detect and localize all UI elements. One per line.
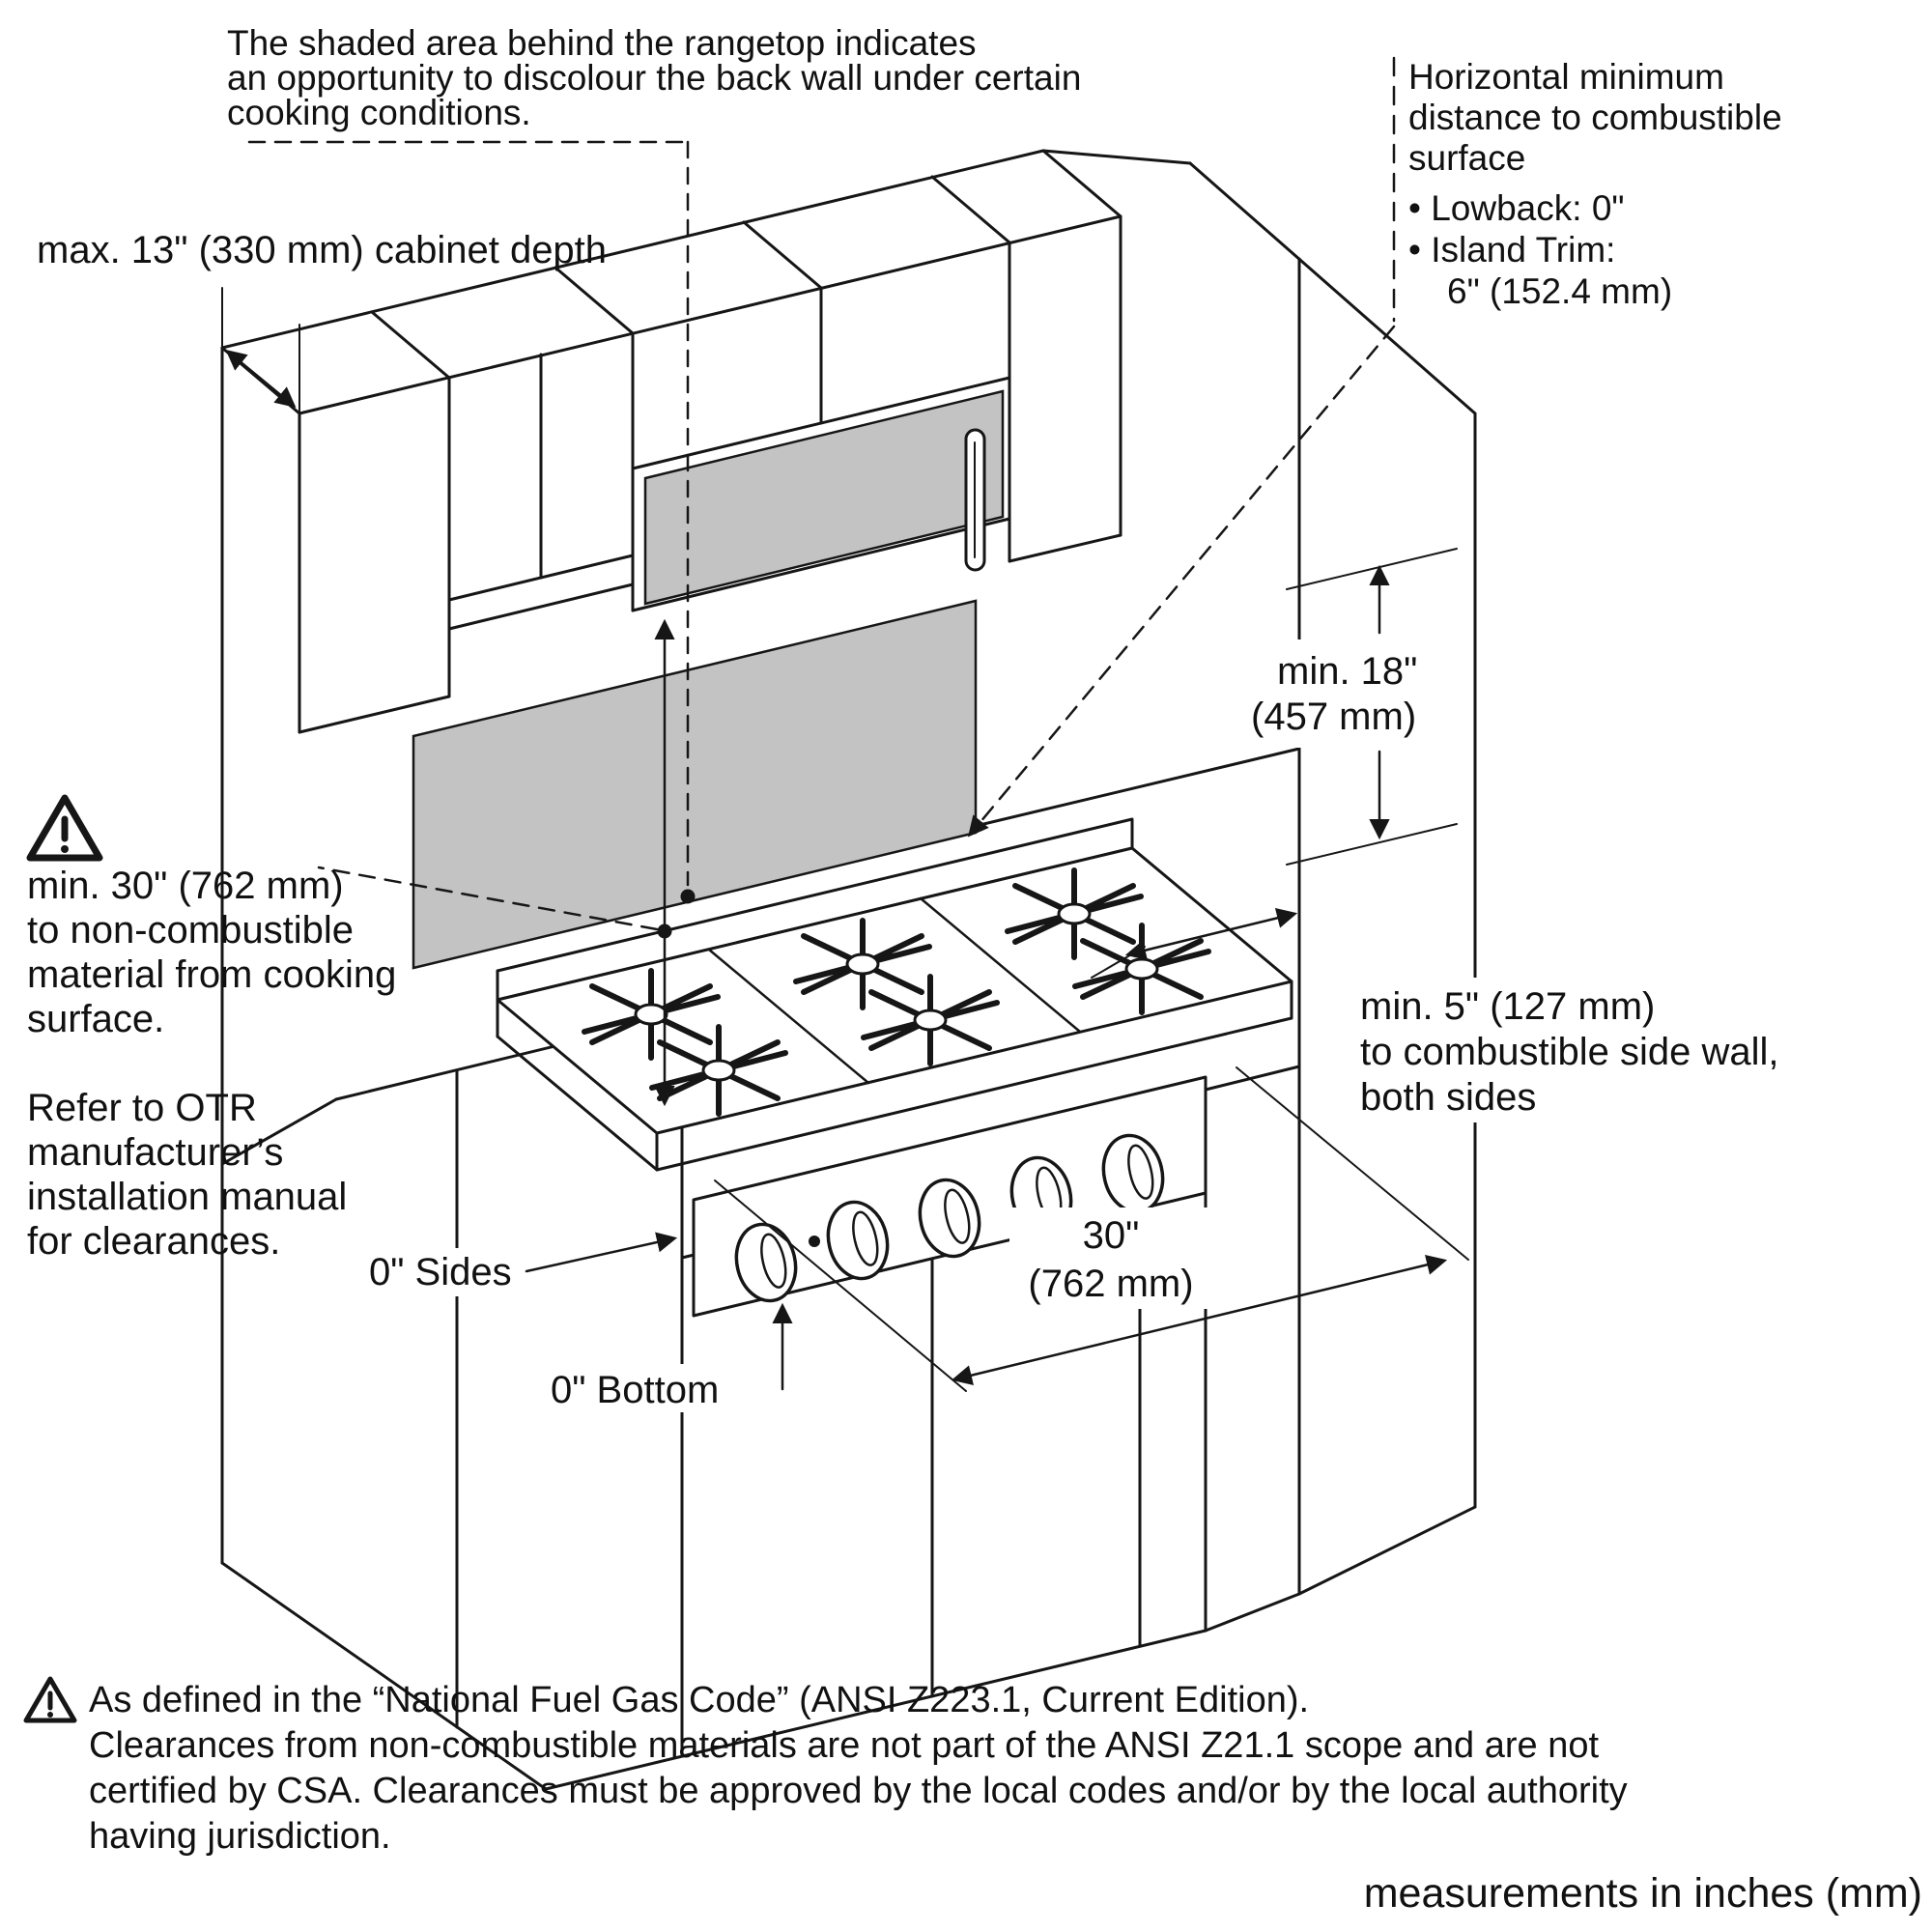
- horizontal-min-bullet1: • Lowback: 0": [1408, 188, 1625, 228]
- burner-grate: [649, 1024, 788, 1117]
- counter-back-edge-right: [974, 747, 1301, 828]
- dimensions: [221, 56, 1469, 1392]
- dim-min5: [1091, 907, 1298, 979]
- shaded-note-line2: an opportunity to discolour the back wal…: [227, 58, 1081, 98]
- control-knob: [1101, 1133, 1165, 1214]
- control-knobs: [734, 1133, 1165, 1303]
- ignition-indicator: [809, 1236, 820, 1247]
- width30-line1: 30": [1083, 1214, 1140, 1257]
- width30-line2: (762 mm): [1028, 1263, 1193, 1305]
- shaded-note-line1: The shaded area behind the rangetop indi…: [227, 23, 977, 63]
- zero-sides-label: 0" Sides: [369, 1251, 512, 1293]
- floor-edge-left: [220, 1561, 548, 1791]
- arrow-zero-sides: [525, 1232, 678, 1273]
- cabinet-depth-label: max. 13" (330 mm) cabinet depth: [37, 229, 607, 271]
- warning-icon-footnote: [23, 1676, 77, 1723]
- warning-icon-clearance: [26, 794, 103, 862]
- min5-line1: min. 5" (127 mm): [1360, 985, 1655, 1028]
- horizontal-min-bullet2-value: 6" (152.4 mm): [1447, 271, 1672, 311]
- niche-shaded-panel: [643, 389, 1005, 606]
- horizontal-min-bullet2: • Island Trim:: [1408, 230, 1615, 270]
- burner-grate: [1005, 867, 1144, 960]
- control-knob: [826, 1200, 890, 1281]
- room-walls: [220, 149, 1477, 1791]
- shaded-wall-panels: [412, 389, 1005, 970]
- label-backplates: [359, 639, 1922, 1412]
- min18-line1: min. 18": [1277, 650, 1417, 693]
- counter-front-edge-right: [1204, 1065, 1301, 1092]
- min30-line4: surface.: [27, 998, 164, 1040]
- min5-line3: both sides: [1360, 1076, 1536, 1119]
- dim-cabinet-depth: [221, 287, 300, 505]
- upper-cabinets: [220, 149, 1122, 734]
- horizontal-min-line2: distance to combustible: [1408, 98, 1782, 137]
- horizontal-min-line1: Horizontal minimum: [1408, 57, 1724, 97]
- min18-line2: (457 mm): [1251, 696, 1416, 738]
- footnote-line2: Clearances from non-combustible material…: [89, 1725, 1599, 1766]
- text-labels: The shaded area behind the rangetop indi…: [27, 23, 1922, 1917]
- refer-otr-line1: Refer to OTR: [27, 1087, 257, 1129]
- right-wall-top-edge: [1188, 161, 1477, 415]
- min5-line2: to combustible side wall,: [1360, 1031, 1779, 1073]
- cabinet-handle: [964, 428, 986, 572]
- refer-otr-line2: manufacturer’s: [27, 1131, 283, 1174]
- floor-edge-front: [544, 1629, 1208, 1791]
- burner-grates: [582, 867, 1211, 1117]
- min30-line3: material from cooking: [27, 953, 396, 996]
- horizontal-min-line3: surface: [1408, 138, 1525, 178]
- shaded-note-line3: cooking conditions.: [227, 93, 531, 132]
- rangetop: [496, 817, 1293, 1318]
- dim-width30: [714, 1066, 1469, 1392]
- min30-line2: to non-combustible: [27, 909, 354, 952]
- refer-otr-line3: installation manual: [27, 1176, 347, 1218]
- footnote-line1: As defined in the “National Fuel Gas Cod…: [89, 1680, 1309, 1720]
- burner-grate: [861, 974, 1000, 1066]
- refer-otr-line4: for clearances.: [27, 1220, 280, 1263]
- leader-dot: [680, 889, 696, 904]
- footnote-line3: certified by CSA. Clearances must be app…: [89, 1771, 1628, 1811]
- min30-line1: min. 30" (762 mm): [27, 865, 344, 907]
- zero-bottom-label: 0" Bottom: [551, 1369, 719, 1411]
- leader-horizontal-min: [967, 56, 1396, 838]
- units-note: measurements in inches (mm): [1364, 1870, 1922, 1917]
- burner-grate: [793, 918, 932, 1010]
- control-knob: [734, 1222, 798, 1303]
- footnote-line4: having jurisdiction.: [89, 1816, 391, 1857]
- dim-min18: [1286, 548, 1458, 866]
